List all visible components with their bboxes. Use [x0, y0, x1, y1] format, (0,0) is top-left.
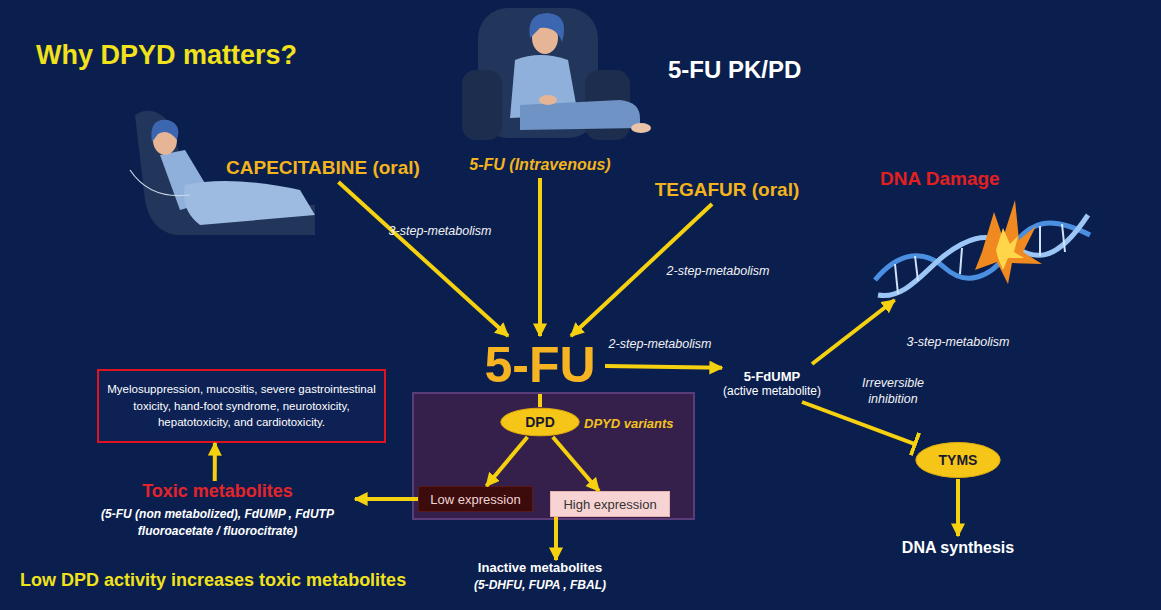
patient-legs [520, 100, 640, 130]
summary-note: Low DPD activity increases toxic metabol… [20, 570, 406, 591]
enzyme-ellipse: DPD [500, 407, 580, 437]
arrow-connector [538, 394, 542, 407]
drug-name: 5-FU (Intravenous) [460, 152, 620, 178]
drug-hub: 5-FU [475, 336, 605, 394]
arrow-connector [338, 182, 508, 336]
node-text: Low expression [430, 492, 520, 507]
seated-patient-illustration [462, 8, 651, 140]
edge-label: 2-step-metabolism [609, 337, 712, 353]
metabolite-label: 5-FdUMP(active metabolite) [722, 364, 822, 402]
toxicity-box: Myelosuppression, mucositis, severe gast… [97, 369, 386, 443]
node-text: High expression [563, 497, 656, 512]
damage-burst-core [996, 228, 1024, 270]
node-text: (5-DHFU, FUPA , FBAL) [474, 577, 606, 594]
dna-rung [960, 248, 962, 274]
edge-label: 3-step-metabolism [389, 224, 492, 240]
arrow-connector [538, 178, 542, 336]
dna-helix-illustration [875, 200, 1090, 296]
expression-box: High expression [550, 491, 670, 517]
edge-label: Irreversible inhibition [853, 376, 933, 407]
node-text: Inactive metabolites [478, 560, 602, 575]
node-text: (5-FU (non metabolized), FdUMP , FdUTP f… [80, 506, 355, 540]
outcome-label: DNA synthesis [890, 536, 1026, 560]
arrow-connector [571, 204, 712, 336]
node-text: 5-FU [484, 336, 595, 394]
arrow-connector [554, 517, 558, 560]
node-text: TYMS [939, 452, 978, 468]
inhibition-connector [802, 402, 915, 444]
node-text: DPYD variants [584, 416, 674, 431]
diagram-subtitle: 5-FU PK/PD [668, 56, 801, 84]
patient-hands [539, 95, 557, 105]
node-text: DNA synthesis [902, 539, 1014, 557]
metabolite-group: Inactive metabolites (5-DHFU, FUPA , FBAL… [440, 560, 640, 604]
node-text: 5-FU (Intravenous) [469, 156, 610, 174]
title: Why DPYD matters? [36, 40, 297, 71]
arrow-connector [605, 366, 722, 368]
arrow-connector [956, 479, 960, 536]
drug-name: TEGAFUR (oral) [642, 176, 812, 204]
node-text: (active metabolite) [723, 384, 821, 398]
drug-name: CAPECITABINE (oral) [208, 154, 438, 182]
node-text: DPD [525, 414, 555, 430]
blanket [184, 181, 315, 225]
enzyme-ellipse: TYMS [915, 441, 1001, 479]
head-wrap [529, 13, 564, 42]
head-wrap [151, 120, 178, 142]
dna-rung [915, 256, 918, 281]
outcome-label: DNA Damage [870, 166, 1092, 300]
node-text: Toxic metabolites [142, 481, 293, 502]
edge-label: 3-step-metabolism [907, 335, 1010, 351]
patient-feet [631, 123, 651, 133]
connector-group [215, 178, 958, 560]
dna-rung [1062, 224, 1065, 252]
node-text: 5-FdUMP [744, 369, 800, 384]
arrow-connector [355, 497, 418, 501]
edge-label: 2-step-metabolism [667, 264, 770, 280]
ellipse-shape [501, 408, 579, 436]
arrow-connector [213, 443, 217, 481]
node-text: TEGAFUR (oral) [655, 179, 800, 201]
ellipse-shape [916, 443, 1000, 478]
node-text: Myelosuppression, mucositis, severe gast… [105, 381, 378, 431]
node-text: CAPECITABINE (oral) [226, 157, 420, 179]
armchair-arm [462, 70, 502, 140]
dpd-panel: DPYD variants DPD Low expression High expre… [412, 392, 695, 520]
damage-burst [975, 200, 1042, 284]
node-text: DNA Damage [880, 168, 1000, 190]
expression-box: Low expression [418, 486, 533, 512]
arrow-connector [812, 300, 895, 364]
metabolite-group: Toxic metabolites (5-FU (non metabolized)… [80, 481, 355, 549]
dna-rung [1039, 226, 1041, 256]
arrow-connector [553, 437, 599, 491]
dna-rung [895, 264, 898, 294]
iv-line [130, 170, 190, 196]
arrow-connector [486, 437, 527, 486]
